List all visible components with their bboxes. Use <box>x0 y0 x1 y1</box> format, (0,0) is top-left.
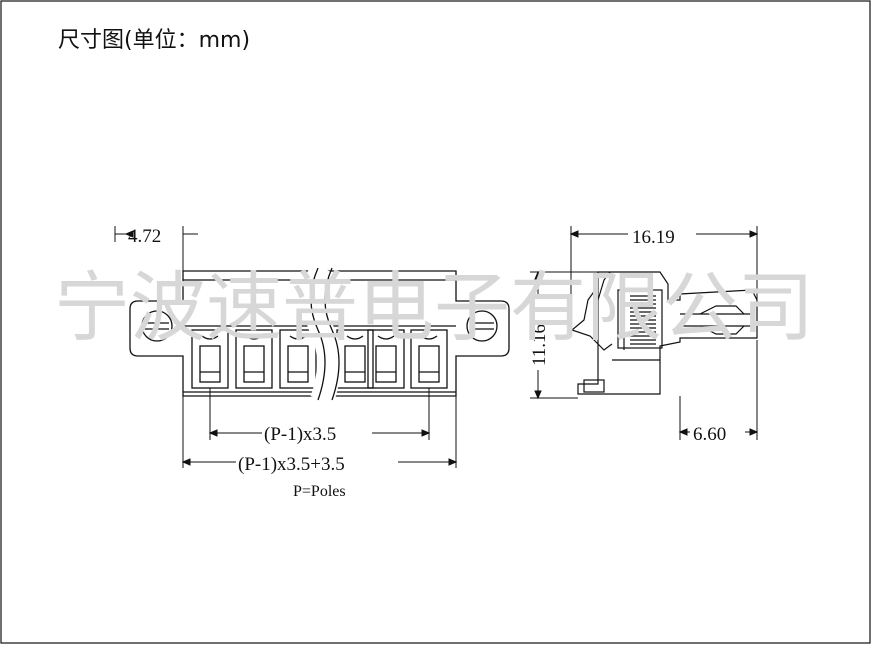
wire-entry-1 <box>199 345 221 383</box>
dim-arrow <box>569 230 579 238</box>
contact-arc <box>245 335 263 340</box>
dim-total-width: (P-1)x3.5+3.5 <box>238 454 345 475</box>
terminal-cavity-5 <box>367 329 405 389</box>
side-foot <box>583 379 605 393</box>
dim-arrow <box>749 428 759 436</box>
contact-arc <box>201 335 219 340</box>
dim-height: 11.16 <box>529 324 550 366</box>
flange-screw-1 <box>141 310 173 342</box>
terminal-cavity-2 <box>235 329 273 389</box>
break-line-right <box>324 267 340 401</box>
pin-clip-top <box>699 305 745 315</box>
wire-entry-2 <box>243 345 265 383</box>
dimension-lines <box>114 226 759 468</box>
break-line-left <box>310 267 326 401</box>
poles-note: P=Poles <box>293 483 346 500</box>
front-view <box>129 263 510 404</box>
dim-pitch: (P-1)x3.5 <box>264 424 336 445</box>
wire-entry-6 <box>418 345 440 383</box>
dim-arrow <box>181 458 191 466</box>
dim-arrow <box>421 429 431 437</box>
side-latch-outline <box>570 285 613 351</box>
page-title: 尺寸图(单位：mm) <box>58 28 250 53</box>
contact-arc <box>346 335 364 340</box>
wire-entry-3 <box>287 345 309 383</box>
flange-screw-2 <box>466 310 498 342</box>
contact-arc <box>289 335 307 340</box>
dim-arrow <box>534 390 542 400</box>
side-view <box>570 271 758 395</box>
side-profile-outline <box>577 271 758 395</box>
wire-entry-4 <box>344 345 366 383</box>
dim-arrow <box>208 429 218 437</box>
dim-arrow <box>534 270 542 280</box>
dim-depth: 16.19 <box>632 227 675 248</box>
terminal-cavity-3 <box>279 329 317 389</box>
side-hatch-line <box>597 271 611 301</box>
contact-arc <box>377 335 395 340</box>
dim-pin-length: 6.60 <box>693 424 726 445</box>
dim-arrow <box>749 230 759 238</box>
contact-arc <box>420 335 438 340</box>
wire-entry-5 <box>375 345 397 383</box>
dim-screw-offset: 4.72 <box>128 226 161 247</box>
break-gap-mask <box>303 263 341 404</box>
watermark-text: 宁波速普电子有限公司 <box>54 263 814 352</box>
dim-arrow <box>448 458 458 466</box>
pin-clip-bottom <box>699 325 745 335</box>
dim-arrow <box>124 230 134 238</box>
dim-arrow <box>678 428 688 436</box>
side-screw-housing <box>617 289 663 349</box>
